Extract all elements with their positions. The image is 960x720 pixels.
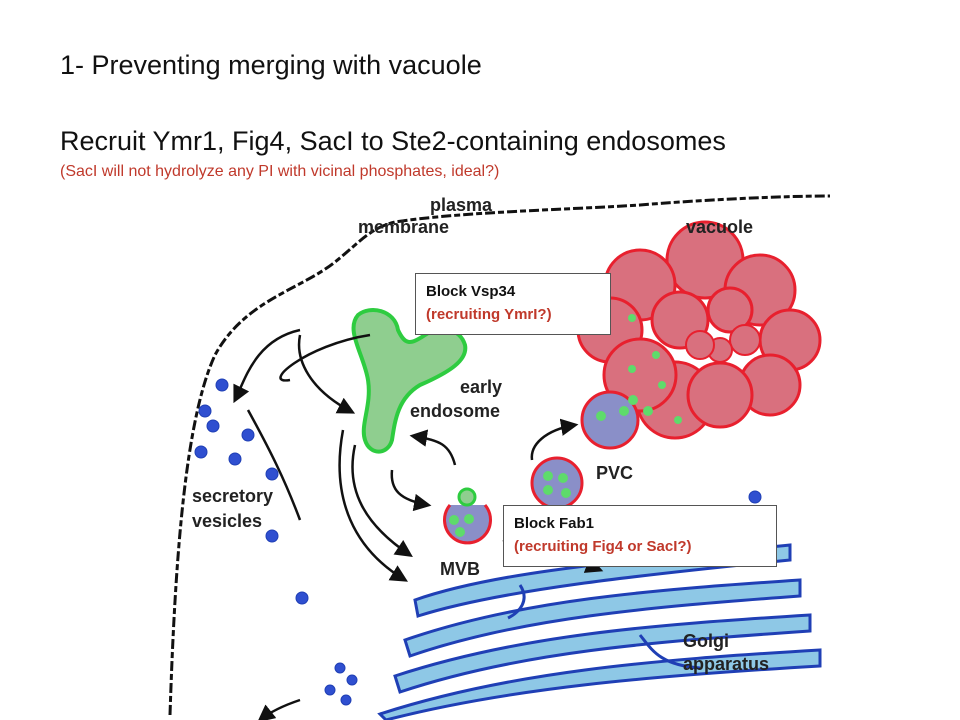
label-apparatus: apparatus (683, 654, 769, 674)
label-vacuole: vacuole (686, 217, 753, 237)
label-membrane: membrane (358, 217, 449, 237)
slide-note: (SacI will not hydrolyze any PI with vic… (60, 163, 500, 180)
callout-vsp34-title: Block Vsp34 (426, 283, 516, 300)
slide-subheading: Recruit Ymr1, Fig4, SacI to Ste2-contain… (60, 126, 726, 156)
label-secretory: secretory (192, 486, 273, 506)
label-golgi: Golgi (683, 631, 729, 651)
slide-heading: 1- Preventing merging with vacuole (60, 50, 482, 80)
plasma-membrane (168, 194, 831, 716)
label-plasma: plasma (430, 195, 493, 215)
mvb-compartment (443, 487, 492, 545)
label-endosome: endosome (410, 401, 500, 421)
callout-fab1-detail: (recruiting Fig4 or SacI?) (514, 538, 692, 555)
callout-fab1-title: Block Fab1 (514, 515, 595, 532)
callout-block-fab1: Block Fab1 (recruiting Fig4 or SacI?) (503, 505, 777, 567)
label-pvc: PVC (596, 463, 633, 483)
callout-vsp34-detail: (recruiting YmrI?) (426, 306, 552, 323)
early-endosome (351, 308, 468, 454)
callout-block-vsp34: Block Vsp34 (recruiting YmrI?) (415, 273, 611, 335)
label-early: early (460, 377, 502, 397)
vacuole (576, 220, 822, 450)
label-mvb: MVB (440, 559, 480, 579)
secretory-vesicles (194, 378, 762, 706)
label-vesicles: vesicles (192, 511, 262, 531)
pvc-compartment (530, 456, 584, 510)
